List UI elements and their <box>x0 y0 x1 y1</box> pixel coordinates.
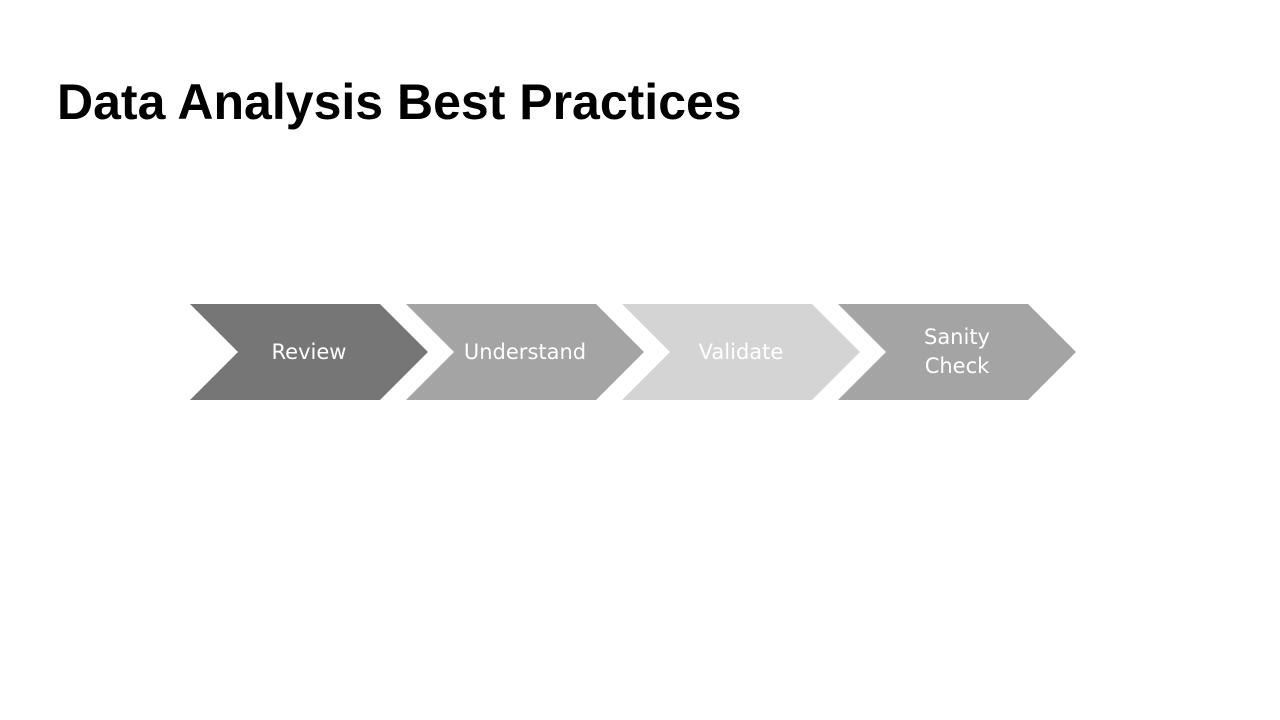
chevron-step-validate: Validate <box>622 304 860 400</box>
chevron-label-understand-line-1: Understand <box>463 339 587 364</box>
chevron-fill-validate <box>622 304 860 400</box>
chevron-label-sanity-check: Sanity Check <box>884 304 1030 400</box>
chevron-label-validate-line-1: Validate <box>698 339 784 364</box>
chevron-shape-validate <box>622 304 860 400</box>
chevron-fill-sanity-check <box>838 304 1076 400</box>
chevron-label-understand: Understand <box>452 304 598 400</box>
chevron-step-sanity-check: Sanity Check <box>838 304 1076 400</box>
chevron-fill-understand <box>406 304 644 400</box>
slide-title: Data Analysis Best Practices <box>57 74 742 130</box>
chevron-step-review: Review <box>190 304 428 400</box>
chevron-shape-sanity-check <box>838 304 1076 400</box>
chevron-label-review: Review <box>236 304 382 400</box>
chevron-label-validate: Validate <box>668 304 814 400</box>
chevron-label-review-line-1: Review <box>271 339 347 364</box>
chevron-shape-understand <box>406 304 644 400</box>
chevron-label-sanity-check-line-1: Sanity <box>923 325 990 349</box>
chevron-fill-review <box>190 304 428 400</box>
chevron-shape-review <box>190 304 428 400</box>
chevron-label-sanity-check-line-2: Check <box>924 354 990 378</box>
chevron-step-understand: Understand <box>406 304 644 400</box>
